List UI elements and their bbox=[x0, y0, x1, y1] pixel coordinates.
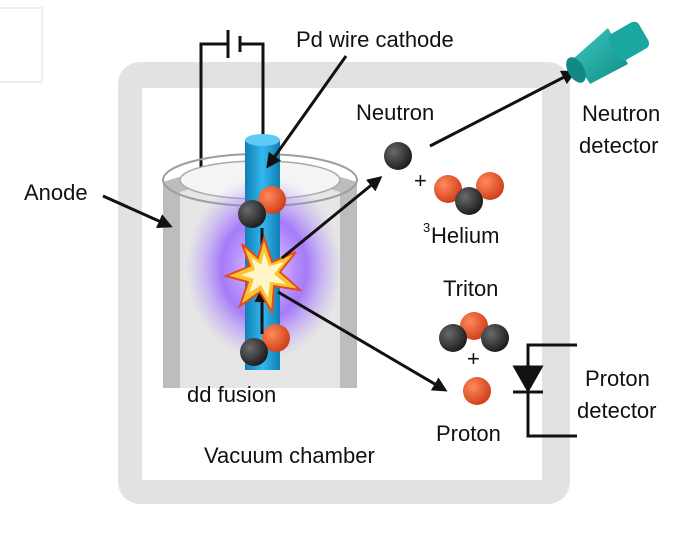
proton-label: Proton bbox=[436, 421, 501, 446]
proton-detector-label-1: Proton bbox=[585, 366, 650, 391]
arrow-anode-label bbox=[102, 194, 173, 228]
neutron-detector-label-1: Neutron bbox=[582, 101, 660, 126]
power-supply bbox=[199, 30, 265, 172]
vacuum-chamber-label: Vacuum chamber bbox=[204, 443, 375, 468]
fusion-burst-icon bbox=[222, 234, 304, 316]
arrow-to-proton bbox=[277, 290, 448, 392]
dd-fusion-label: dd fusion bbox=[187, 382, 276, 407]
arrow-to-neutron-detector bbox=[429, 70, 577, 148]
arrow-to-neutron bbox=[281, 176, 383, 260]
triton-label: Triton bbox=[443, 276, 498, 301]
neutron-label: Neutron bbox=[356, 100, 434, 125]
neutron-detector-icon bbox=[566, 21, 650, 84]
helium-label: Helium bbox=[431, 223, 499, 248]
proton-particle bbox=[463, 377, 491, 405]
proton-detector-icon bbox=[512, 343, 577, 438]
neutron-particle bbox=[384, 142, 412, 170]
deuteron-lower bbox=[240, 324, 290, 366]
corner-box bbox=[0, 7, 43, 83]
deuteron-upper bbox=[238, 186, 286, 228]
plus-triton: + bbox=[467, 346, 480, 371]
triton-nucleus bbox=[439, 312, 509, 352]
helium3-nucleus bbox=[434, 172, 504, 215]
arrow-cathode-label bbox=[266, 55, 348, 169]
cathode-label: Pd wire cathode bbox=[296, 27, 454, 52]
plus-neutron: + bbox=[414, 168, 427, 193]
neutron-detector-label-2: detector bbox=[579, 133, 659, 158]
helium-superscript: 3 bbox=[423, 220, 430, 235]
proton-detector-label-2: detector bbox=[577, 398, 657, 423]
anode-label: Anode bbox=[24, 180, 88, 205]
